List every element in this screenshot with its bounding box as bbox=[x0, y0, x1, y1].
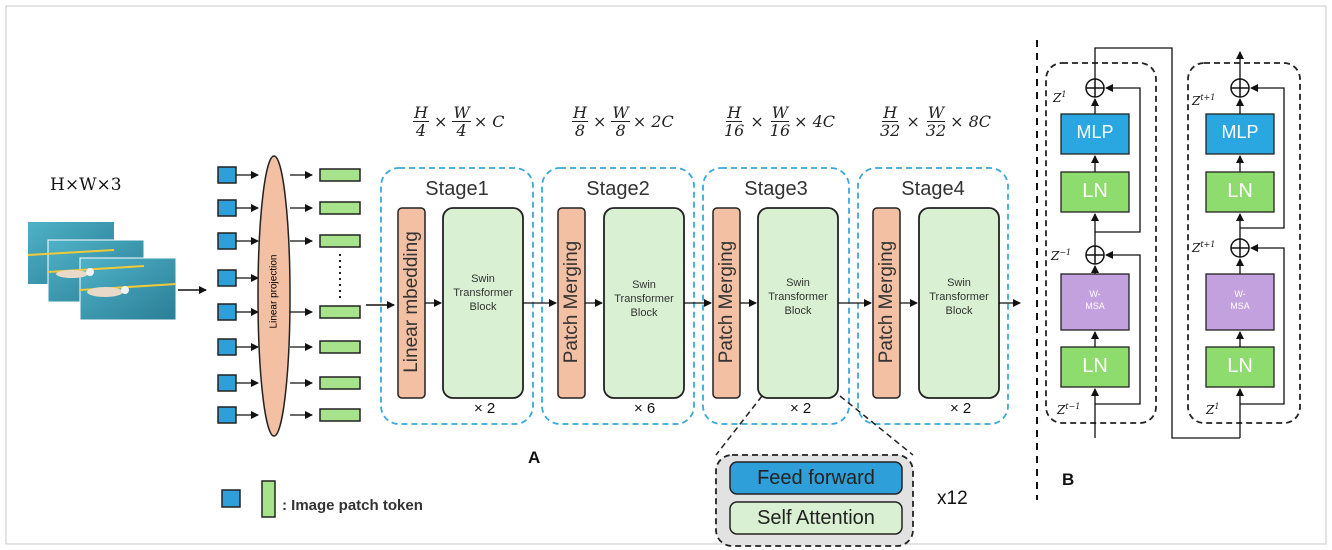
linear-projection-label: Linear projection bbox=[268, 254, 280, 329]
right-wmsa-label: W-MSA bbox=[1230, 289, 1250, 311]
figure-frame bbox=[5, 5, 1327, 545]
left-ln-bottom-label: LN bbox=[1082, 355, 1108, 377]
feed-forward-label: Feed forward bbox=[757, 467, 875, 489]
stage-boxes bbox=[380, 167, 1009, 425]
feed-forward-box bbox=[729, 461, 903, 495]
input-dims-label: H×W×3 bbox=[50, 175, 122, 195]
self-attention-label: Self Attention bbox=[757, 507, 875, 529]
legend-blue-token bbox=[221, 489, 241, 508]
right-mlp-label: MLP bbox=[1221, 122, 1259, 142]
legend-green-token bbox=[261, 480, 276, 518]
stage2-title: Stage2 bbox=[586, 178, 650, 200]
token-to-projection-arrows bbox=[236, 171, 259, 419]
right-z-mid: Zt+1 bbox=[1192, 240, 1216, 255]
stage4-repeat: × 2 bbox=[950, 400, 972, 417]
stage1-repeat: × 2 bbox=[474, 400, 496, 417]
green-token-column bbox=[319, 168, 361, 422]
stage3-title: Stage3 bbox=[744, 178, 808, 200]
stage2-side-label: Patch Merging bbox=[561, 240, 582, 364]
left-z-mid: Z−1 bbox=[1051, 248, 1072, 263]
stage3-repeat: × 2 bbox=[790, 400, 812, 417]
left-wmsa-label: W-MSA bbox=[1085, 289, 1105, 311]
input-image-stack bbox=[27, 222, 177, 321]
projection-to-token-arrows bbox=[290, 171, 313, 419]
detail-repeat: x12 bbox=[937, 488, 968, 509]
left-z-bottom: Zt−1 bbox=[1057, 402, 1081, 417]
stage4-side-label: Patch Merging bbox=[876, 240, 897, 364]
right-ln-bottom-label: LN bbox=[1227, 355, 1253, 377]
stage3-side-label: Patch Merging bbox=[716, 240, 737, 364]
panel-a-label: A bbox=[528, 448, 541, 467]
transformer-block-right bbox=[1187, 51, 1301, 438]
left-ln-top-label: LN bbox=[1082, 180, 1108, 202]
self-attention-box bbox=[729, 501, 903, 535]
right-ln-top-label: LN bbox=[1227, 180, 1253, 202]
zoom-line-right bbox=[839, 395, 914, 456]
linear-projection-ellipse bbox=[257, 155, 291, 437]
left-z-top: Z1 bbox=[1053, 90, 1067, 105]
left-mlp-label: MLP bbox=[1076, 122, 1114, 142]
stage4-title: Stage4 bbox=[901, 178, 965, 200]
stage2-repeat: × 6 bbox=[634, 400, 656, 417]
transformer-block-left bbox=[1045, 47, 1240, 439]
zoom-line-left bbox=[715, 395, 763, 456]
stage1-title: Stage1 bbox=[425, 178, 489, 200]
swin-blocks bbox=[442, 207, 1000, 399]
right-z-top: Zt+1 bbox=[1192, 93, 1216, 108]
blue-token-column bbox=[217, 166, 237, 424]
right-z-bottom: Z1 bbox=[1206, 402, 1220, 417]
stage1-side-label: Linear mbedding bbox=[401, 231, 422, 373]
legend-label: : Image patch token bbox=[282, 497, 423, 514]
panel-b-label: B bbox=[1062, 470, 1075, 489]
